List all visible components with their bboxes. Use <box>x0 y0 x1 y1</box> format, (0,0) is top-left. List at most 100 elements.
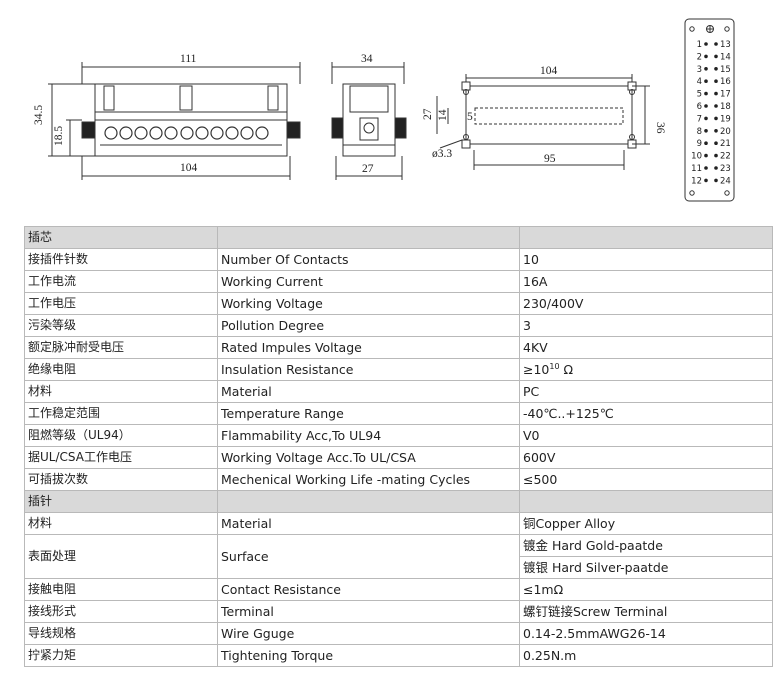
pin-label: 8 <box>697 127 702 137</box>
pin-dot <box>704 91 708 96</box>
pin-dot <box>714 141 718 145</box>
table-row: 镀银 Hard Silver-paatde <box>25 556 773 579</box>
en-label: Wire Gguge <box>217 622 520 645</box>
dim-104: 104 <box>180 162 198 174</box>
front-view <box>48 62 301 180</box>
pin-label: 10 <box>691 152 702 162</box>
pin-label: 17 <box>720 90 731 100</box>
spec-value: 230/400V <box>519 292 773 315</box>
spec-value: PC <box>519 380 773 403</box>
spec-value: 0.14-2.5mmAWG26-14 <box>519 622 773 645</box>
pin-dot <box>714 166 718 170</box>
spec-table: 插芯 接插件针数 Number Of Contacts 10 工作电流 Work… <box>24 226 773 667</box>
pin-label: 9 <box>697 139 702 149</box>
pin-dot <box>714 91 718 96</box>
dim-cutout-27: 27 <box>422 108 434 120</box>
table-row: 拧紧力矩 Tightening Torque 0.25N.m <box>24 644 773 667</box>
spec-value: 铜Copper Alloy <box>519 512 773 535</box>
pin-dot <box>714 42 718 46</box>
pin-label: 14 <box>720 52 731 62</box>
cn-label: 绝缘电阻 <box>24 358 218 381</box>
section-header-core: 插芯 <box>24 226 773 249</box>
en-label: Pollution Degree <box>217 314 520 337</box>
section-header-pin: 插针 <box>24 490 773 513</box>
pin-dot <box>704 104 708 108</box>
en-label: Tightening Torque <box>217 644 520 667</box>
pin-label: 18 <box>720 102 731 112</box>
en-label: Surface <box>217 534 520 579</box>
pin-dot <box>714 104 718 108</box>
dim-cutout-14: 14 <box>437 109 449 121</box>
dim-cutout-36: 36 <box>654 122 666 134</box>
en-label: Working Voltage Acc.To UL/CSA <box>217 446 520 469</box>
pin-dot <box>704 116 708 121</box>
dim-111: 111 <box>180 53 197 65</box>
pin-dot <box>704 153 708 158</box>
table-row: 表面处理 Surface 镀金 Hard Gold-paatde <box>24 534 773 579</box>
cn-label: 工作电压 <box>24 292 218 315</box>
dim-27: 27 <box>362 163 374 175</box>
dim-cutout-95: 95 <box>544 153 556 165</box>
side-view <box>331 62 407 180</box>
pin-label: 21 <box>720 139 731 149</box>
cn-label: 污染等级 <box>24 314 218 337</box>
en-label: Working Current <box>217 270 520 293</box>
cn-label: 工作电流 <box>24 270 218 293</box>
dim-cutout-5: 5 <box>467 111 473 123</box>
dim-34: 34 <box>361 53 373 65</box>
cn-label: 导线规格 <box>24 622 218 645</box>
spec-value-secondary: 镀银 Hard Silver-paatde <box>519 556 773 579</box>
cn-label: 材料 <box>24 512 218 535</box>
cn-label: 额定脉冲耐受电压 <box>24 336 218 359</box>
en-label: Working Voltage <box>217 292 520 315</box>
en-label: Rated Impules Voltage <box>217 336 520 359</box>
en-label: Terminal <box>217 600 520 623</box>
table-row: 材料 Material 铜Copper Alloy <box>24 512 773 535</box>
cn-label: 工作稳定范围 <box>24 402 218 425</box>
pin-dot <box>714 67 718 71</box>
pin-dot <box>714 54 718 59</box>
table-row: 可插拔次数 Mechenical Working Life -mating Cy… <box>24 468 773 491</box>
pin-label: 23 <box>720 164 731 174</box>
pin-dot <box>704 178 708 183</box>
dim-34-5: 34.5 <box>33 105 45 125</box>
pin-dot <box>704 54 708 59</box>
spec-value: 3 <box>519 314 773 337</box>
drawing-svg: 111 104 34.5 18.5 34 27 104 <box>33 18 735 202</box>
pin-label: 16 <box>720 77 731 87</box>
cn-label: 可插拔次数 <box>24 468 218 491</box>
dim-hole: ø3.3 <box>432 148 452 160</box>
pin-label: 7 <box>697 114 702 124</box>
en-label: Number Of Contacts <box>217 248 520 271</box>
spec-value: 16A <box>519 270 773 293</box>
table-row: 工作电压 Working Voltage 230/400V <box>24 292 773 315</box>
pin-label: 2 <box>697 52 702 62</box>
en-label: Flammability Acc,To UL94 <box>217 424 520 447</box>
spec-value: ≤500 <box>519 468 773 491</box>
pin-label: 6 <box>697 102 702 112</box>
spec-value: V0 <box>519 424 773 447</box>
pin-label: 5 <box>697 90 702 100</box>
table-row: 接触电阻 Contact Resistance ≤1mΩ <box>24 578 773 601</box>
table-row: 接线形式 Terminal 螺钉链接Screw Terminal <box>24 600 773 623</box>
pin-dot <box>704 166 708 170</box>
spec-value: 4KV <box>519 336 773 359</box>
table-row: 材料 Material PC <box>24 380 773 403</box>
dim-18-5: 18.5 <box>53 126 65 146</box>
pin-dot <box>714 153 718 158</box>
pin-label: 13 <box>720 40 731 50</box>
cutout-view <box>436 74 650 170</box>
en-label: Temperature Range <box>217 402 520 425</box>
en-label: Insulation Resistance <box>217 358 520 381</box>
spec-value: 镀金 Hard Gold-paatde <box>519 534 773 557</box>
pin-dot <box>714 79 718 83</box>
cn-label: 拧紧力矩 <box>24 644 218 667</box>
en-label: Mechenical Working Life -mating Cycles <box>217 468 520 491</box>
table-row: 工作稳定范围 Temperature Range -40℃..+125℃ <box>24 402 773 425</box>
spec-value: 螺钉链接Screw Terminal <box>519 600 773 623</box>
table-row: 接插件针数 Number Of Contacts 10 <box>24 248 773 271</box>
spec-value: 0.25N.m <box>519 644 773 667</box>
pin-label: 15 <box>720 65 731 75</box>
pin-label: 20 <box>720 127 731 137</box>
